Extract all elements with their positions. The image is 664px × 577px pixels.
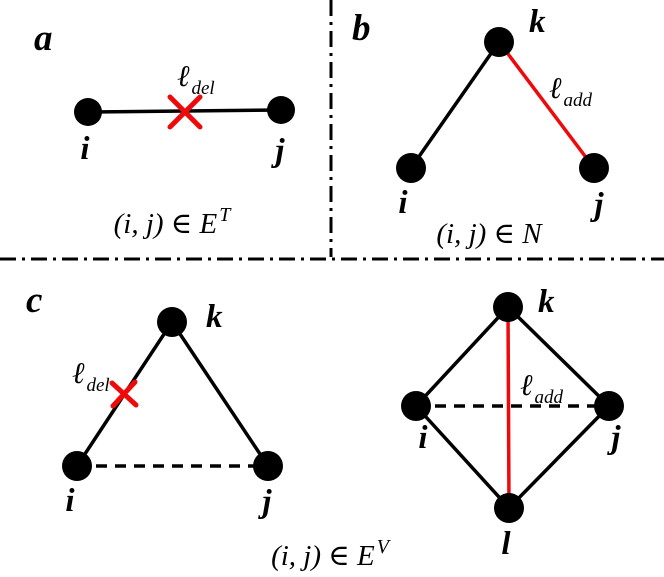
ell-symbol: ℓ	[177, 60, 190, 93]
node-i	[74, 98, 102, 126]
caption-text: (i, j) ∈ E	[271, 540, 375, 572]
node-k-label: k	[538, 284, 555, 320]
caption-superscript: V	[377, 536, 392, 558]
node-i-label: i	[398, 185, 408, 221]
node-j-label: j	[270, 133, 285, 169]
node-j-label: j	[589, 187, 604, 223]
edge-i-k	[409, 40, 501, 170]
ell-subscript: del	[192, 78, 215, 99]
node-j-label: j	[257, 484, 272, 520]
node-l-label: l	[501, 526, 511, 562]
node-k	[493, 292, 523, 322]
node-i-label: i	[65, 483, 75, 519]
edge-i-l	[414, 404, 511, 510]
node-l	[494, 493, 524, 523]
node-k	[484, 27, 514, 57]
node-j-label: j	[606, 420, 621, 456]
node-j	[267, 96, 295, 124]
edge-k-i	[414, 305, 510, 408]
node-i	[396, 153, 426, 183]
node-j	[579, 153, 609, 183]
delete-cross-icon	[167, 94, 203, 130]
edge-k-l-added	[506, 306, 511, 509]
panel-letter-b: b	[352, 8, 371, 49]
edge-j-l	[507, 404, 611, 510]
ell-symbol: ℓ	[520, 369, 533, 402]
caption-superscript: T	[219, 204, 232, 226]
node-i	[62, 451, 92, 481]
ell-subscript: add	[535, 387, 564, 408]
ell-symbol: ℓ	[72, 357, 85, 390]
edge-k-j-added	[497, 40, 596, 170]
panel-b-caption: (i, j) ∈ N	[436, 218, 543, 250]
node-j	[253, 451, 283, 481]
edge-k-j	[506, 305, 611, 408]
ell-subscript: add	[564, 90, 593, 111]
delete-cross-icon	[109, 379, 139, 409]
ell-symbol: ℓ	[549, 72, 562, 105]
node-j	[594, 391, 624, 421]
panel-letter-a: a	[34, 18, 53, 59]
panel-letter-c: c	[26, 280, 42, 321]
caption-text: (i, j) ∈ E	[114, 208, 218, 240]
edge-k-j	[170, 321, 270, 467]
node-i-label: i	[80, 131, 90, 167]
node-k-label: k	[206, 299, 223, 335]
node-k-label: k	[529, 4, 546, 40]
node-i	[401, 391, 431, 421]
node-k	[157, 307, 187, 337]
caption-text: (i, j) ∈ N	[436, 218, 543, 250]
ell-subscript: del	[87, 375, 110, 396]
node-i-label: i	[418, 420, 428, 456]
